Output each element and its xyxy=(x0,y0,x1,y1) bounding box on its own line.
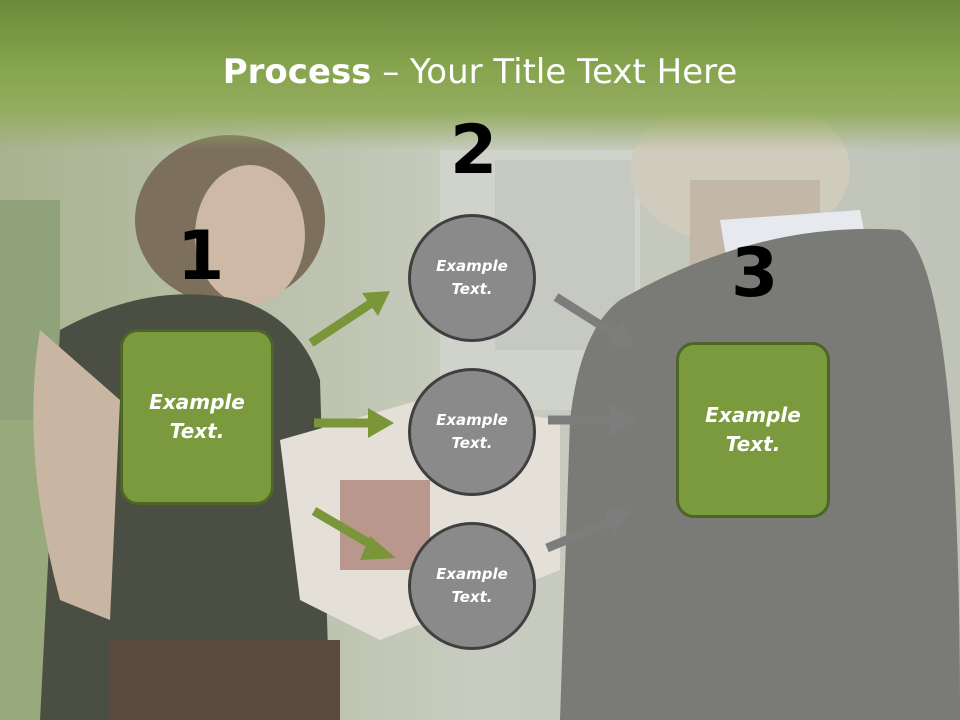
green-arrow-down xyxy=(311,507,396,560)
slide-title: Process – Your Title Text Here xyxy=(0,52,960,92)
gray-arrow-right xyxy=(548,404,637,436)
step-number-1: 1 xyxy=(177,217,225,296)
step-2-circle-middle: Example Text. xyxy=(408,368,536,496)
title-rest: – Your Title Text Here xyxy=(371,52,738,92)
gray-arrow-up xyxy=(545,510,632,553)
step-2-circle-top: Example Text. xyxy=(408,214,536,342)
step-number-3: 3 xyxy=(731,234,779,313)
gray-arrow-down xyxy=(553,293,636,346)
circle-bottom-text: Example Text. xyxy=(436,565,508,606)
step-1-text: Example Text. xyxy=(149,390,245,443)
step-2-circle-bottom: Example Text. xyxy=(408,522,536,650)
step-3-box: Example Text. xyxy=(676,342,830,518)
step-3-text: Example Text. xyxy=(705,403,801,456)
circle-middle-text: Example Text. xyxy=(436,411,508,452)
step-number-2: 2 xyxy=(450,111,498,190)
step-1-box: Example Text. xyxy=(120,329,274,505)
circle-top-text: Example Text. xyxy=(436,257,508,298)
green-arrow-up xyxy=(308,291,390,347)
title-bold: Process xyxy=(222,52,372,92)
green-arrow-right xyxy=(314,408,394,438)
title-band xyxy=(0,0,960,150)
